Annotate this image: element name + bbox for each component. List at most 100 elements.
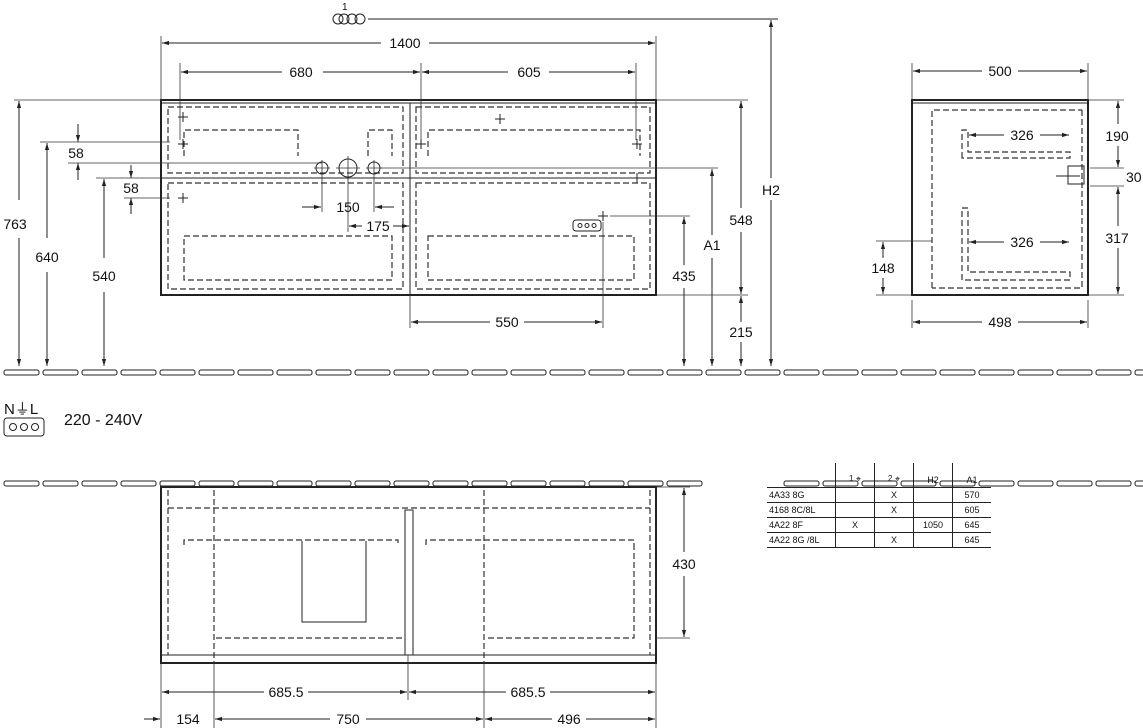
drawer-top-left [167,106,404,174]
label-h2: H2 [762,182,780,198]
spec-h2 [913,487,953,503]
floor-segment [1095,369,1132,376]
dim-685-right: 685.5 [510,684,545,700]
spec-row: 4168 8C/8L X 605 [767,502,991,518]
dim-30: 30 [1126,169,1142,185]
floor-segment [159,369,196,376]
dim-154: 154 [176,711,200,727]
floor-segment [939,369,976,376]
floor-segment [627,369,664,376]
floor-segment [666,369,703,376]
floor-segment [198,369,235,376]
dim-548: 548 [729,212,753,228]
floor-segment [393,369,430,376]
dim-58-lower: 58 [123,180,139,196]
dim-763: 763 [3,216,27,232]
socket-symbol-icon [3,417,45,437]
floor-segment [510,369,547,376]
drawer-top-right [415,106,651,174]
dim-190: 190 [1105,128,1129,144]
electrical-nl-label: N⏚L [4,401,38,418]
spec-c2: X [874,487,914,503]
floor-segment [198,480,235,487]
floor-segment [549,480,586,487]
floor-segment [1134,480,1143,487]
dim-150: 150 [336,199,360,215]
floor-segment [783,480,820,487]
floor-segment [588,369,625,376]
dim-640: 640 [35,249,59,265]
floor-segment [276,480,313,487]
spec-header-2: 2 ⌖ [874,463,914,488]
spec-table: 1 ⌖ 2 ⌖ H2 A1 4A33 8G X 570 4168 8C/8L X… [767,463,991,548]
floor-segment [978,369,1015,376]
drawer-bottom-right [415,182,651,290]
floor-segment [354,480,391,487]
spec-row: 4A22 8G /8L X 645 [767,532,991,548]
floor-segment [237,480,274,487]
top-cabinet-outline [160,486,657,664]
spec-row: 4A22 8F X 1050 645 [767,517,991,533]
dim-326-lower: 326 [1010,234,1034,250]
spec-table-header: 1 ⌖ 2 ⌖ H2 A1 [767,463,991,488]
floor-segment [1056,369,1093,376]
dim-500: 500 [988,63,1012,79]
floor-segment [822,369,859,376]
floor-hatch-front [3,369,1143,376]
floor-segment [471,369,508,376]
dim-326-upper: 326 [1010,127,1034,143]
spec-model: 4A22 8G /8L [767,532,836,548]
floor-segment [432,480,469,487]
floor-segment [237,369,274,376]
spec-model: 4A22 8F [767,517,836,533]
spec-h2 [913,502,953,518]
spec-header-2-label: 2 [887,474,893,483]
spec-header-h2: H2 [913,463,953,488]
label-a1: A1 [703,237,720,253]
spec-header-model [767,463,836,488]
floor-segment [3,480,40,487]
floor-segment [120,369,157,376]
floor-segment [315,480,352,487]
floor-segment [510,480,547,487]
floor-segment [120,480,157,487]
floor-segment [1095,480,1132,487]
floor-segment [432,369,469,376]
spec-a1: 645 [952,517,991,533]
floor-segment [276,369,313,376]
dim-540: 540 [92,268,116,284]
floor-segment [42,369,79,376]
connection-type-1-icon: ⌖ [855,474,862,484]
spec-c1 [835,502,875,518]
dim-435: 435 [672,268,696,284]
connection-marker-1: 1 [332,2,366,25]
spec-c2: X [874,502,914,518]
dim-685-left: 685.5 [268,684,303,700]
floor-segment [3,369,40,376]
dim-1400: 1400 [389,35,420,51]
dim-215: 215 [729,324,753,340]
dim-750: 750 [336,711,360,727]
floor-segment [627,480,664,487]
front-cabinet-outline [160,99,657,296]
dim-680: 680 [289,64,313,80]
spec-h2: 1050 [913,517,953,533]
spec-model: 4168 8C/8L [767,502,836,518]
floor-segment [471,480,508,487]
marker-number: 1 [342,2,348,13]
dim-550: 550 [495,314,519,330]
spec-model: 4A33 8G [767,487,836,503]
plumbing-connections [314,156,382,180]
floor-segment [81,480,118,487]
floor-segment [705,369,742,376]
spec-c2 [874,517,914,533]
spec-c2: X [874,532,914,548]
socket-icon [572,219,602,232]
spec-a1: 645 [952,532,991,548]
side-cabinet-outline [911,99,1089,296]
floor-segment [1056,480,1093,487]
drawer-bottom-left [167,182,404,290]
floor-segment [1017,480,1054,487]
spec-c1: X [835,517,875,533]
floor-segment [900,369,937,376]
